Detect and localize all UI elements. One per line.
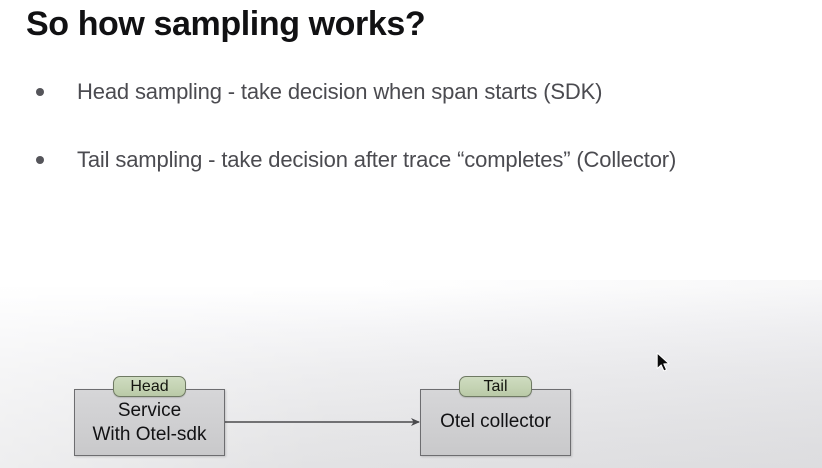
bullet-list: Head sampling - take decision when span … — [36, 76, 796, 212]
status-badge-tail: Tail — [459, 376, 532, 397]
page-title: So how sampling works? — [26, 5, 426, 43]
node-collector[interactable]: Otel collector — [420, 389, 571, 456]
node-collector-label: Otel collector — [440, 411, 551, 432]
bullet-dot-icon — [36, 156, 44, 164]
list-item: Head sampling - take decision when span … — [36, 76, 796, 112]
node-service-label: Service With Otel-sdk — [92, 400, 207, 445]
bullet-dot-icon — [36, 88, 44, 96]
bullet-text: Tail sampling - take decision after trac… — [77, 147, 677, 172]
status-badge-head: Head — [113, 376, 186, 397]
list-item: Tail sampling - take decision after trac… — [36, 144, 796, 180]
node-service[interactable]: Service With Otel-sdk — [74, 389, 225, 456]
bullet-text: Head sampling - take decision when span … — [77, 79, 603, 104]
